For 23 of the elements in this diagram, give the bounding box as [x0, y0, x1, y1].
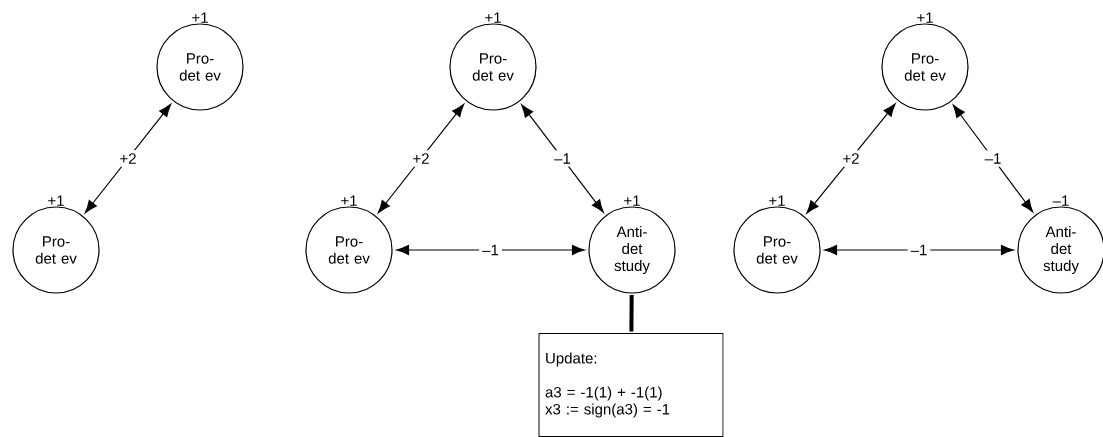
arrow — [396, 244, 585, 256]
arrow — [521, 104, 604, 213]
edge-label: +2 — [116, 150, 140, 167]
arrow — [806, 103, 896, 214]
state-label: +1 — [48, 195, 64, 206]
state-label: +1 — [769, 195, 785, 206]
arrow — [824, 244, 1014, 256]
arrow — [377, 103, 465, 214]
note-box: Update: a3 = -1(1) + -1(1) x3 := sign(a3) = -1 — [538, 333, 724, 437]
edge-label: –1 — [551, 150, 574, 167]
state-label: +1 — [341, 195, 357, 206]
state-label: +1 — [485, 12, 501, 23]
state-label: –1 — [1052, 195, 1069, 206]
arrow — [84, 103, 172, 214]
state-label: +1 — [192, 12, 208, 23]
arrow — [952, 104, 1034, 213]
edge-label: +2 — [409, 150, 433, 167]
edge-label: –1 — [907, 241, 931, 259]
edge-label: –1 — [479, 241, 502, 259]
edge-label: +2 — [839, 150, 863, 167]
edge-label: –1 — [981, 150, 1005, 167]
state-label: +1 — [917, 12, 933, 23]
state-label: +1 — [624, 195, 640, 206]
